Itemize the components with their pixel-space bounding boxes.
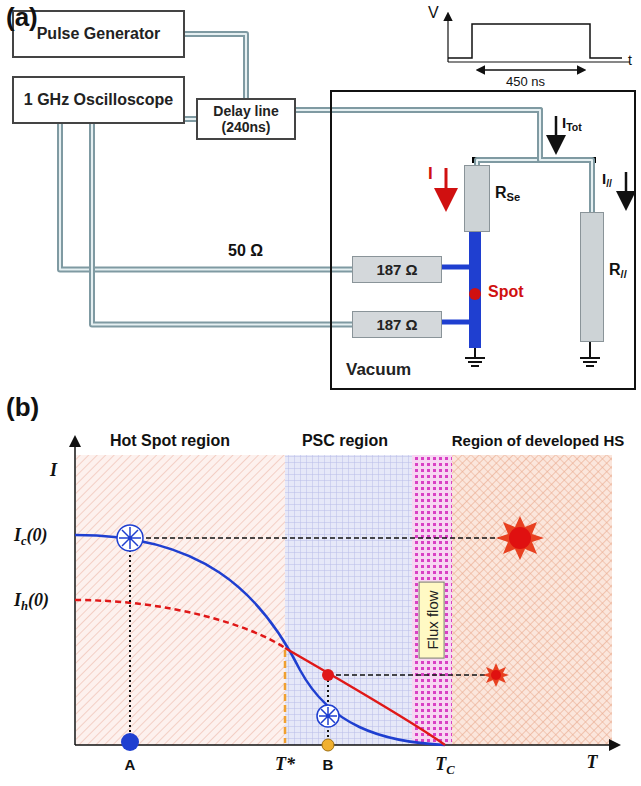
region-label: Region of developed HS bbox=[452, 432, 625, 449]
spot-label: Spot bbox=[488, 283, 524, 301]
vacuum-chamber: Vacuum 187 Ω 187 Ω RSeR// bbox=[330, 90, 636, 390]
node-text: RSe bbox=[495, 184, 520, 203]
resistor-symbol: RSe bbox=[464, 165, 490, 232]
axis-value: T* bbox=[275, 754, 295, 775]
current-label: ITot bbox=[562, 114, 582, 133]
panel-label: (b) bbox=[6, 392, 39, 423]
axis-value: Ih(0) bbox=[14, 590, 49, 614]
axis-label: V bbox=[428, 4, 439, 22]
node-text: Pulse Generator bbox=[37, 25, 161, 43]
axis-label: t bbox=[628, 52, 632, 68]
delay-line-box: Delay line (240ns) bbox=[196, 98, 296, 140]
dimension: 450 ns bbox=[506, 74, 545, 89]
node-text: R// bbox=[609, 261, 627, 280]
node-text: Delay line (240ns) bbox=[204, 103, 288, 135]
resistor-symbol: R// bbox=[580, 212, 604, 342]
current-label: I bbox=[428, 164, 433, 184]
instrument-box: 1 GHz Oscilloscope bbox=[12, 76, 185, 124]
resistor-box: 187 Ω bbox=[352, 256, 442, 283]
coax-cable bbox=[296, 110, 540, 165]
coax-cable bbox=[60, 124, 352, 270]
axis-value: Ic(0) bbox=[14, 525, 48, 549]
coax-cable bbox=[185, 34, 246, 98]
node-text: Flux flow bbox=[424, 590, 441, 649]
axis-value: TC bbox=[435, 754, 454, 778]
node-text: Vacuum bbox=[346, 360, 411, 380]
panel-label: (a) bbox=[6, 2, 38, 33]
coax-cable bbox=[92, 124, 352, 325]
region-label: Hot Spot region bbox=[110, 432, 230, 450]
node-text: 187 Ω bbox=[376, 316, 417, 333]
axis-label: T bbox=[587, 752, 598, 773]
node-text: 187 Ω bbox=[376, 261, 417, 278]
point-label: A bbox=[125, 756, 136, 773]
flux-flow-box: Flux flow bbox=[419, 581, 445, 658]
node-text: 1 GHz Oscilloscope bbox=[24, 91, 173, 109]
resistor-box: 187 Ω bbox=[352, 311, 442, 338]
current-label: I// bbox=[602, 170, 612, 189]
point-label: B bbox=[323, 756, 334, 773]
coax-cable bbox=[296, 110, 592, 212]
axis-label: I bbox=[50, 460, 57, 481]
edge-label: 50 Ω bbox=[228, 242, 263, 260]
region-label: PSC region bbox=[302, 432, 388, 450]
instrument-box: Pulse Generator bbox=[12, 10, 185, 58]
phase-diagram bbox=[75, 438, 618, 751]
pulse-waveform bbox=[448, 14, 630, 70]
circuit bbox=[440, 116, 626, 366]
coax-cable bbox=[185, 119, 196, 120]
